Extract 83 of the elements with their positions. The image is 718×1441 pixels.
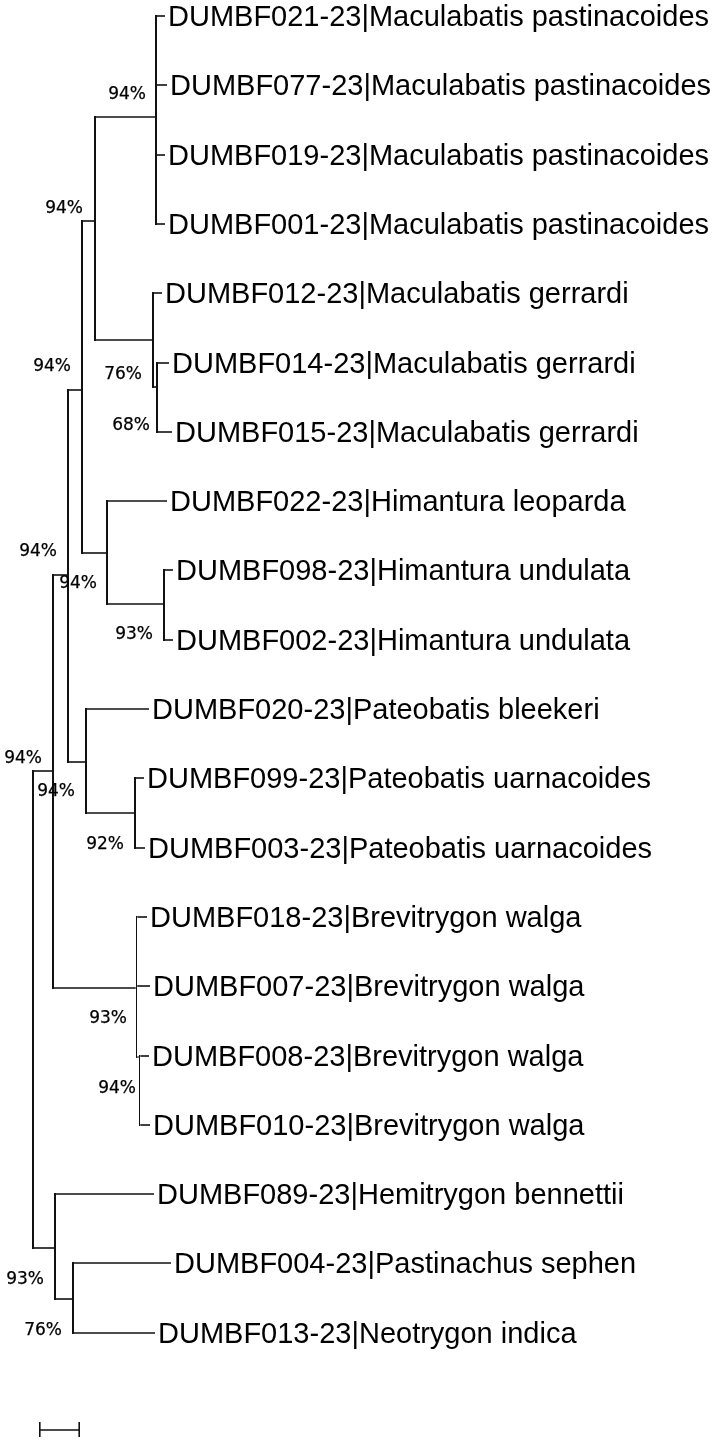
taxon-label: DUMBF007-23|Brevitrygon walga xyxy=(150,969,585,1003)
clade-node-line xyxy=(135,916,138,1058)
bootstrap-value: 94% xyxy=(45,197,83,217)
bootstrap-value: 94% xyxy=(19,540,57,560)
branch-line xyxy=(55,1193,155,1195)
taxon-label: DUMBF099-23|Pateobatis uarnacoides xyxy=(144,761,652,795)
taxon-label: DUMBF013-23|Neotrygon indica xyxy=(155,1316,577,1350)
bootstrap-value: 76% xyxy=(104,363,142,383)
clade-node-line xyxy=(94,116,96,341)
branch-line xyxy=(135,847,146,849)
clade-node-line xyxy=(54,1193,56,1300)
clade-node-line xyxy=(32,770,34,1249)
branch-line xyxy=(107,500,168,502)
branch-line xyxy=(53,987,137,989)
branch-line xyxy=(164,569,174,571)
taxon-label: DUMBF021-23|Maculabatis pastinacoides xyxy=(165,0,710,33)
branch-line xyxy=(95,116,156,118)
taxon-label: DUMBF015-23|Maculabatis gerrardi xyxy=(172,415,639,449)
branch-line xyxy=(68,389,82,391)
branch-line xyxy=(73,1262,172,1264)
branch-line xyxy=(33,1247,55,1249)
branch-line xyxy=(157,431,173,433)
branch-line xyxy=(156,223,166,225)
branch-line xyxy=(139,1124,151,1126)
bootstrap-value: 76% xyxy=(24,1319,62,1339)
branch-line xyxy=(157,362,170,364)
branch-line xyxy=(136,916,148,918)
taxon-label: DUMBF008-23|Brevitrygon walga xyxy=(149,1039,584,1073)
branch-line xyxy=(55,1298,73,1300)
clade-node-line xyxy=(134,777,136,849)
bootstrap-value: 93% xyxy=(6,1268,44,1288)
bootstrap-value: 94% xyxy=(98,1077,136,1097)
clade-node-line xyxy=(152,292,154,388)
branch-line xyxy=(86,708,150,710)
taxon-label: DUMBF001-23|Maculabatis pastinacoides xyxy=(165,207,710,241)
clade-node-line xyxy=(155,15,157,225)
clade-node-line xyxy=(156,362,158,433)
branch-line xyxy=(156,154,166,156)
taxon-label: DUMBF089-23|Hemitrygon bennettii xyxy=(154,1177,624,1211)
branch-line xyxy=(136,985,151,987)
bootstrap-value: 92% xyxy=(86,833,124,853)
taxon-label: DUMBF022-23|Himantura leoparda xyxy=(167,484,626,518)
branch-line xyxy=(82,220,95,222)
clade-node-line xyxy=(67,389,69,763)
branch-line xyxy=(156,15,166,17)
bootstrap-value: 93% xyxy=(115,623,153,643)
bootstrap-value: 68% xyxy=(112,414,150,434)
branch-line xyxy=(139,1055,150,1057)
branch-line xyxy=(73,1332,156,1334)
taxon-label: DUMBF077-23|Maculabatis pastinacoides xyxy=(167,68,712,102)
taxon-label: DUMBF098-23|Himantura undulata xyxy=(173,553,631,587)
bootstrap-value: 93% xyxy=(89,1007,127,1027)
taxon-label: DUMBF010-23|Brevitrygon walga xyxy=(150,1108,585,1142)
taxon-label: DUMBF020-23|Pateobatis bleekeri xyxy=(149,692,600,726)
branch-line xyxy=(107,603,164,605)
taxon-label: DUMBF002-23|Himantura undulata xyxy=(173,623,631,657)
taxon-label: DUMBF014-23|Maculabatis gerrardi xyxy=(169,346,636,380)
branch-line xyxy=(135,777,145,779)
clade-node-line xyxy=(81,220,83,554)
branch-line xyxy=(33,770,53,772)
taxon-label: DUMBF019-23|Maculabatis pastinacoides xyxy=(165,138,710,172)
branch-line xyxy=(136,1056,140,1058)
branch-line xyxy=(86,812,135,814)
clade-node-line xyxy=(85,708,87,814)
bootstrap-value: 94% xyxy=(33,355,71,375)
branch-line xyxy=(153,386,157,388)
clade-node-line xyxy=(163,569,165,641)
clade-node-line xyxy=(52,574,54,989)
clade-node-line xyxy=(72,1262,74,1334)
bootstrap-value: 94% xyxy=(4,747,42,767)
branch-line xyxy=(82,552,107,554)
taxon-label: DUMBF003-23|Pateobatis uarnacoides xyxy=(145,831,653,865)
taxon-label: DUMBF012-23|Maculabatis gerrardi xyxy=(162,276,629,310)
clade-node-line xyxy=(138,1055,141,1126)
taxon-label: DUMBF018-23|Brevitrygon walga xyxy=(147,900,582,934)
branch-line xyxy=(156,84,168,86)
branch-line xyxy=(164,639,174,641)
taxon-label: DUMBF004-23|Pastinachus sephen xyxy=(171,1246,637,1280)
branch-line xyxy=(153,292,163,294)
clade-node-line xyxy=(106,500,108,605)
branch-line xyxy=(68,761,86,763)
branch-line xyxy=(95,339,153,341)
bootstrap-value: 94% xyxy=(108,83,146,103)
